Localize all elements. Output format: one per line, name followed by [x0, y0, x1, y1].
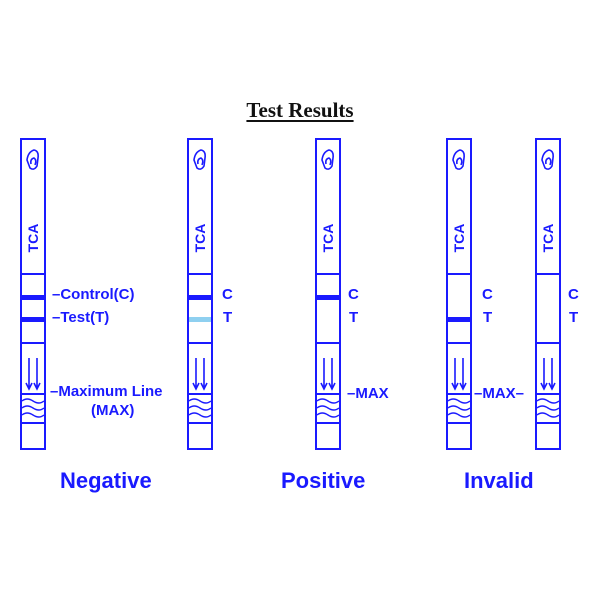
flow-arrows-icon	[540, 358, 556, 391]
window-top-divider	[448, 273, 470, 275]
window-top-divider	[537, 273, 559, 275]
flow-arrows-icon	[25, 358, 41, 391]
t-label: T	[569, 309, 579, 326]
sample-pad-divider	[537, 422, 559, 424]
control-band	[317, 295, 339, 300]
flow-arrows-icon	[451, 358, 467, 391]
max-line	[189, 393, 211, 395]
window-top-divider	[189, 273, 211, 275]
caption-negative: Negative	[60, 468, 152, 493]
sample-pad-divider	[448, 422, 470, 424]
sample-pad-divider	[189, 422, 211, 424]
wave-icon	[189, 398, 211, 418]
t-label: T	[483, 309, 493, 326]
max-label: –MAX	[347, 385, 389, 402]
test-strip: TCA	[446, 138, 472, 450]
window-bottom-divider	[22, 342, 44, 344]
window-top-divider	[22, 273, 44, 275]
control-band	[189, 295, 211, 300]
test-band	[448, 317, 470, 322]
strip-brand-label: TCA	[25, 223, 41, 253]
diagram-title: Test Results	[246, 98, 354, 122]
test-label: –Test(T)	[52, 309, 110, 326]
test-band	[22, 317, 44, 322]
c-label: C	[348, 286, 359, 303]
window-top-divider	[317, 273, 339, 275]
max-line	[448, 393, 470, 395]
wave-icon	[448, 398, 470, 418]
window-bottom-divider	[448, 342, 470, 344]
max-line	[537, 393, 559, 395]
c-label: C	[568, 286, 579, 303]
t-label: T	[349, 309, 359, 326]
hand-grip-icon	[26, 149, 39, 170]
test-strip: TCA	[187, 138, 213, 450]
flow-arrows-icon	[192, 358, 208, 391]
sample-pad-divider	[22, 422, 44, 424]
max-line	[317, 393, 339, 395]
test-strip: TCA	[315, 138, 341, 450]
strip-brand-label: TCA	[320, 223, 336, 253]
caption-positive: Positive	[281, 468, 366, 493]
max-line	[22, 393, 44, 395]
window-bottom-divider	[189, 342, 211, 344]
wave-icon	[317, 398, 339, 418]
hand-grip-icon	[452, 149, 465, 170]
sample-pad-divider	[317, 422, 339, 424]
window-bottom-divider	[537, 342, 559, 344]
max-line-label: –Maximum Line	[50, 383, 163, 400]
c-label: C	[482, 286, 493, 303]
hand-grip-icon	[321, 149, 334, 170]
window-bottom-divider	[317, 342, 339, 344]
test-band-faint	[189, 317, 211, 322]
strip-brand-label: TCA	[451, 223, 467, 253]
test-strip: TCA	[20, 138, 46, 450]
flow-arrows-icon	[320, 358, 336, 391]
max-label: –MAX–	[474, 385, 525, 402]
hand-grip-icon	[193, 149, 206, 170]
max-line-abbrev-label: (MAX)	[91, 402, 135, 419]
t-label: T	[223, 309, 233, 326]
caption-invalid: Invalid	[464, 468, 534, 493]
control-band	[22, 295, 44, 300]
wave-icon	[22, 398, 44, 418]
wave-icon	[537, 398, 559, 418]
hand-grip-icon	[541, 149, 554, 170]
strip-brand-label: TCA	[540, 223, 556, 253]
control-label: –Control(C)	[52, 286, 135, 303]
strip-brand-label: TCA	[192, 223, 208, 253]
test-strip: TCA	[535, 138, 561, 450]
c-label: C	[222, 286, 233, 303]
